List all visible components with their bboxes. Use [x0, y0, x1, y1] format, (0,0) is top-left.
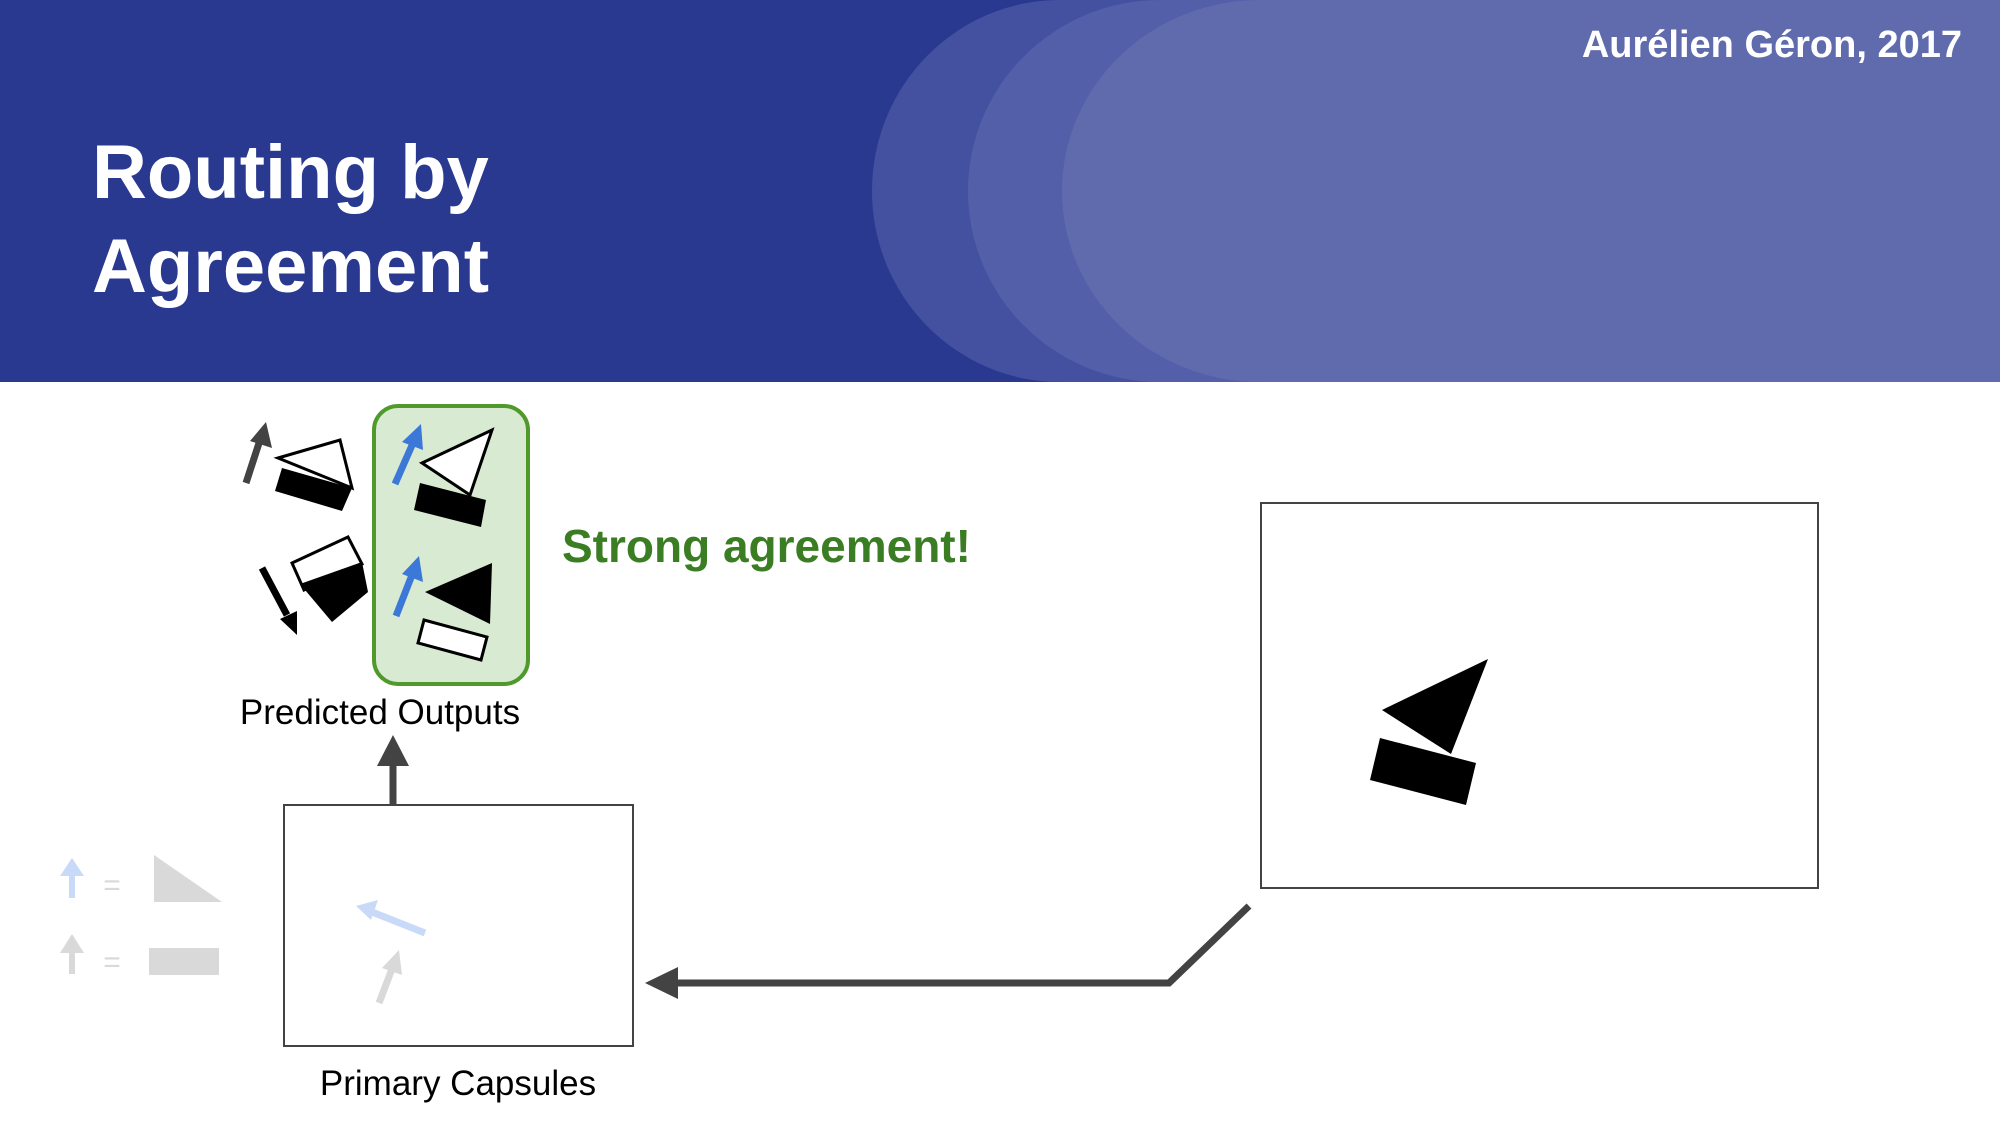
prediction-boat-tilted	[290, 535, 368, 622]
title-line-1: Routing by	[92, 130, 489, 215]
primary-capsules-label: Primary Capsules	[320, 1064, 596, 1103]
rectangle-filled-shape	[414, 483, 486, 527]
primary-capsules-box	[283, 804, 634, 1047]
rectangle-filled-shape	[1370, 738, 1476, 805]
legend-equals: =	[103, 869, 121, 902]
prediction-agreeing-top	[391, 424, 495, 527]
header-band	[0, 0, 2000, 382]
arrow-head-icon	[280, 611, 297, 635]
arrow-head-icon	[382, 950, 402, 975]
strong-agreement-callout: Strong agreement!	[562, 520, 971, 572]
triangle-filled-shape	[425, 563, 492, 624]
predicted-outputs-label: Predicted Outputs	[240, 693, 520, 732]
rectangle-outline-shape	[416, 618, 489, 662]
author-credit: Aurélien Géron, 2017	[1582, 24, 1962, 66]
legend-equals: =	[103, 946, 121, 979]
arrow-shaft	[375, 967, 396, 1005]
prediction-arrow-dark-up	[242, 422, 272, 485]
arrow-head-icon	[60, 934, 84, 953]
arrow-head-icon	[645, 967, 678, 999]
triangle-outline-shape	[273, 438, 355, 491]
arrow-head-icon	[402, 556, 423, 582]
arrow-shaft	[242, 438, 264, 485]
header-arc-3	[1062, 0, 2000, 382]
legend-triangle-shape	[154, 855, 222, 902]
arrow-shaft	[370, 908, 427, 937]
arrow-shaft	[258, 566, 291, 617]
capsule-arrow-faded-blue	[356, 900, 427, 937]
input-image-box	[1260, 502, 1819, 889]
triangle-outline-shape	[418, 427, 495, 498]
prediction-arrow-black-down	[258, 566, 297, 635]
rectangle-filled-shape	[275, 468, 352, 511]
arrow-head-icon	[356, 900, 378, 920]
arrow-head-icon	[402, 424, 423, 450]
legend-row-rectangle: =	[60, 934, 219, 979]
arrow-head-icon	[250, 422, 272, 448]
title-line-2: Agreement	[92, 224, 489, 309]
triangle-filled-shape	[300, 562, 368, 622]
legend-row-triangle: =	[60, 855, 222, 902]
arrow-head-icon	[60, 858, 84, 876]
arrow-shaft	[391, 441, 417, 486]
input-boat-shape	[1370, 659, 1488, 805]
connector-arrow-to-capsules	[645, 903, 1252, 999]
up-arrow-to-predictions	[377, 735, 409, 806]
prediction-agreeing-bottom	[392, 556, 492, 662]
legend: = =	[60, 855, 222, 979]
triangle-filled-shape	[1382, 659, 1488, 754]
prediction-house-upright	[273, 438, 355, 511]
arrow-head-icon	[377, 735, 409, 766]
legend-rectangle-shape	[149, 948, 219, 975]
capsule-arrow-faded-gray	[375, 950, 402, 1005]
arrow-shaft	[392, 573, 416, 618]
connector-line	[678, 903, 1252, 987]
